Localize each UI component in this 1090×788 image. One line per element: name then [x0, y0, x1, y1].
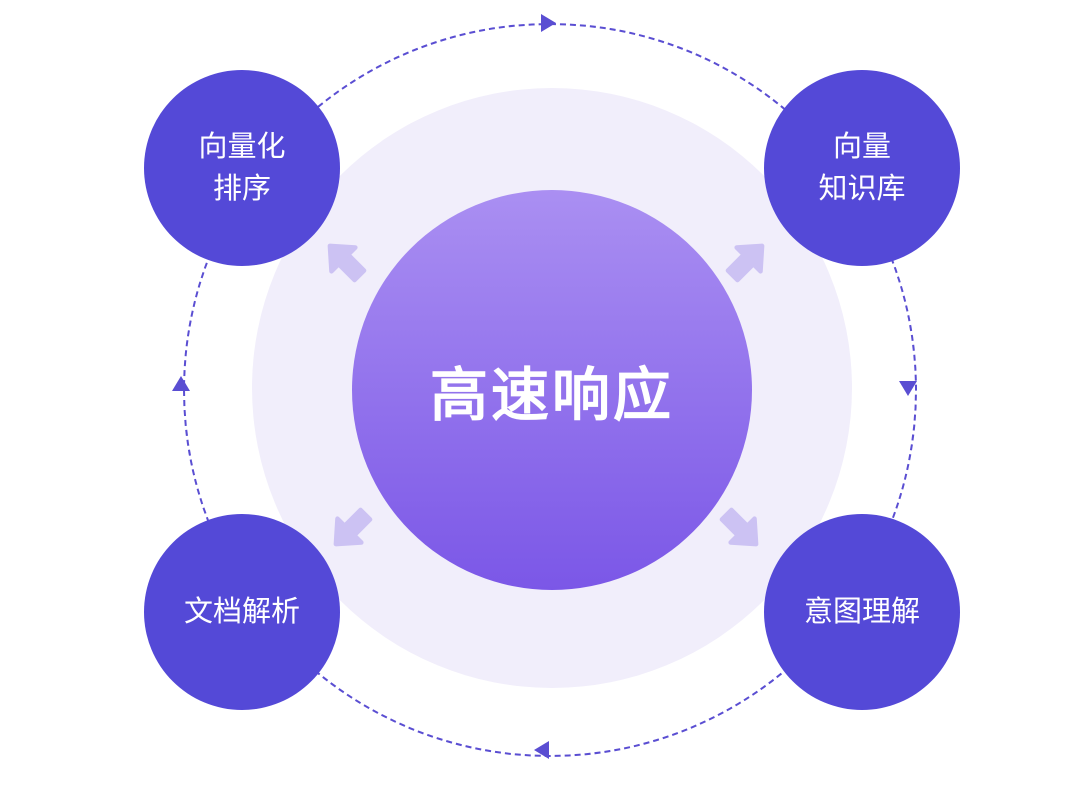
orbit-arrowhead-right-icon: [899, 381, 917, 396]
satellite-label-line: 排序: [212, 173, 271, 205]
orbit-arrowhead-left-icon: [172, 376, 190, 391]
outward-arrow-top-right-icon: [709, 223, 785, 299]
satellite-label-line: 意图理解: [803, 595, 920, 628]
satellite-label-line: 知识库: [818, 173, 906, 205]
center-label: 高速响应: [429, 363, 674, 428]
satellite-label-line: 文档解析: [183, 595, 300, 628]
satellite-circle-top-left: 向量化 排序: [144, 70, 340, 266]
satellite-circle-bottom-right: 意图理解: [764, 514, 960, 710]
satellite-circle-top-right: 向量 知识库: [764, 70, 960, 266]
satellite-label-line: 向量化: [198, 130, 286, 163]
outward-arrow-top-left-icon: [307, 223, 383, 299]
orbit-arrowhead-top-icon: [541, 14, 556, 32]
center-circle: 高速响应: [352, 190, 752, 590]
outward-arrow-bottom-right-icon: [703, 491, 779, 567]
satellite-circle-bottom-left: 文档解析: [144, 514, 340, 710]
orbit-arrowhead-bottom-icon: [534, 741, 549, 759]
satellite-label-line: 向量: [832, 130, 891, 163]
outward-arrow-bottom-left-icon: [313, 491, 389, 567]
